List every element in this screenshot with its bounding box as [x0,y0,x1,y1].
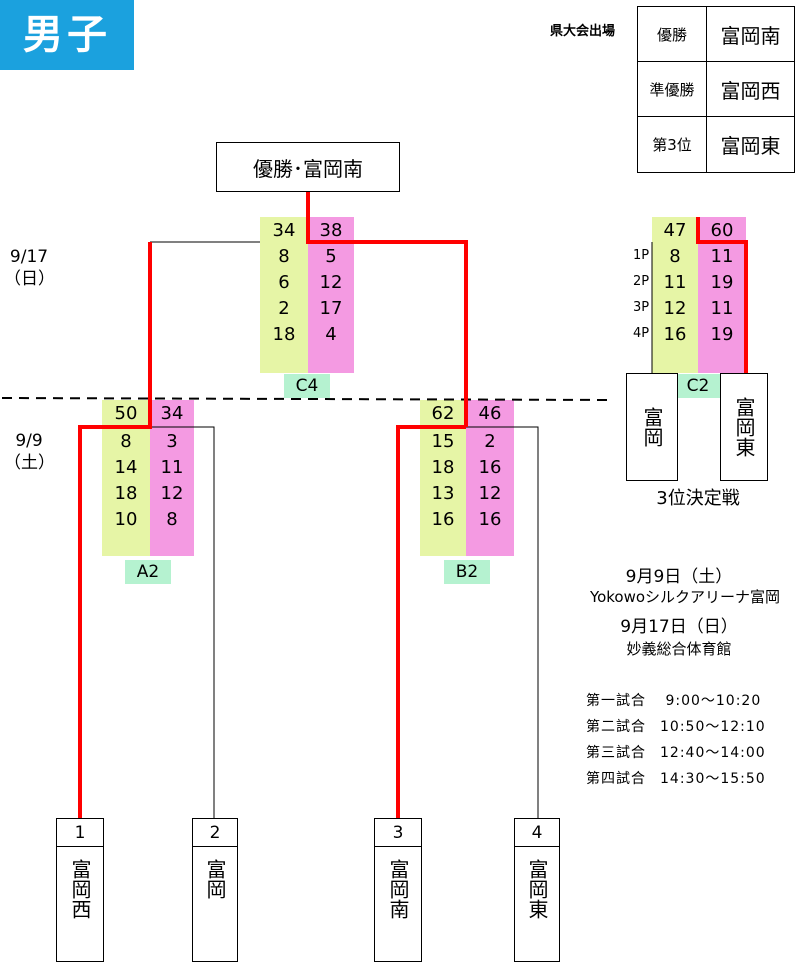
b2-home-scores: 62 15 18 13 16 [420,403,466,553]
home-total: 34 [272,220,296,241]
quarter-score: 14 [114,457,138,478]
gender-badge: 男子 [0,0,134,70]
team-seed-number: 2 [193,819,237,847]
c2-home-column [652,217,698,373]
quarter-score: 15 [431,431,455,452]
day-separator [1,397,613,401]
quarter-score: 11 [160,457,184,478]
c2-away-scores: 60 11 19 11 19 [698,220,746,370]
quarter-score: 19 [710,272,734,293]
quarter-score: 13 [431,483,455,504]
period-label: 1P [633,248,650,263]
away-total: 46 [478,403,502,424]
team-box-1: 1 富岡西 [56,818,104,962]
quarter-score: 12 [663,298,687,319]
quarter-score: 16 [478,457,502,478]
final-date: 9/17 （日） [4,247,55,289]
b2-away-scores: 46 2 16 12 16 [466,403,514,553]
team-name: 富岡南 [386,859,410,919]
third-place-title: 3位決定戦 [656,488,740,509]
quarter-score: 5 [325,246,337,267]
away-total: 34 [160,403,184,424]
schedule-time: 9:00～10:20 [660,693,762,709]
a2-away-scores: 34 3 11 12 8 [150,403,194,553]
b2-away-column [466,400,514,556]
team-name: 富岡西 [68,859,92,919]
third-place-team-box: 富岡東 [720,373,768,481]
schedule-time: 12:40～14:00 [660,745,766,761]
period-label: 4P [633,326,650,341]
quarter-score: 18 [114,483,138,504]
schedule-time: 14:30～15:50 [660,771,766,787]
quarter-score: 6 [278,272,290,293]
quarter-score: 11 [663,272,687,293]
c4-away-scores: 38 5 12 17 4 [308,220,354,370]
quarter-score: 8 [669,246,681,267]
quarter-score: 12 [319,272,343,293]
team-seed-number: 4 [515,819,559,847]
quarter-score: 8 [166,509,178,530]
day2-venue: 妙義総合体育館 [626,640,732,658]
third-place-team-name: 富岡東 [732,397,756,457]
team-name: 富岡東 [525,859,549,919]
quarter-score: 16 [663,324,687,345]
quarter-score: 11 [710,246,734,267]
away-total: 38 [319,220,343,241]
quarter-score: 11 [710,298,734,319]
schedule-game: 第二試合 [586,719,646,735]
match-label-a2: A2 [125,560,171,584]
away-total: 60 [710,220,734,241]
team-box-2: 2 富岡 [192,818,238,962]
team-name: 富岡 [203,859,227,899]
day1-date: 9月9日（土） [625,567,733,587]
qualified-team: 富岡南 [706,6,795,62]
day1-venue: Yokowoシルクアリーナ富岡 [589,588,781,606]
period-label: 2P [633,274,650,289]
quarter-score: 2 [278,298,290,319]
quarter-score: 2 [484,431,496,452]
period-label: 3P [633,300,650,315]
first-round-date: 9/9 （土） [4,431,55,473]
match-label-b2: B2 [444,560,490,584]
schedule-game: 第一試合 [586,693,646,709]
quarter-score: 18 [272,324,296,345]
c2-home-scores: 47 8 11 12 16 [652,220,698,370]
quarter-score: 16 [431,509,455,530]
quarter-score: 8 [120,431,132,452]
c4-home-scores: 34 8 6 2 18 [260,220,308,370]
home-total: 62 [431,403,455,424]
quarter-score: 19 [710,324,734,345]
quarter-score: 10 [114,509,138,530]
team-seed-number: 3 [375,819,421,847]
quarter-score: 4 [325,324,337,345]
c4-home-column [260,217,308,373]
home-total: 47 [663,220,687,241]
qualified-team: 富岡東 [706,116,795,173]
home-total: 50 [114,403,138,424]
match-label-c4: C4 [284,374,330,398]
third-place-team-name: 富岡 [640,407,664,447]
quarter-score: 3 [166,431,178,452]
team-box-3: 3 富岡南 [374,818,422,962]
quarter-score: 18 [431,457,455,478]
quarter-score: 17 [319,298,343,319]
day2-date: 9月17日（日） [620,617,738,637]
team-box-4: 4 富岡東 [514,818,560,962]
quarter-score: 16 [478,509,502,530]
quarter-score: 8 [278,246,290,267]
schedule-game: 第三試合 [586,745,646,761]
qualification-header: 県大会出場 [550,24,616,39]
schedule-game: 第四試合 [586,771,646,787]
quarter-score: 12 [160,483,184,504]
match-label-c2: C2 [676,374,720,398]
champion-box: 優勝･富岡南 [216,142,400,192]
a2-away-column [150,400,194,556]
quarter-score: 12 [478,483,502,504]
team-seed-number: 1 [57,819,103,847]
schedule-time: 10:50～12:10 [660,719,766,735]
third-place-team-box: 富岡 [626,373,678,481]
a2-home-scores: 50 8 14 18 10 [102,403,150,553]
